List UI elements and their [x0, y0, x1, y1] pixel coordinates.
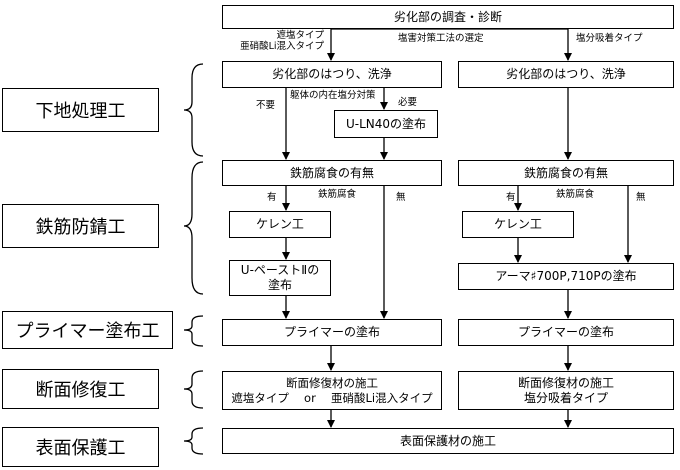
- label-shielding-types: 遮塩タイプ 亜硝酸Li混入タイプ: [240, 30, 324, 52]
- label-internal-salt: 躯体の内在塩分対策: [290, 90, 376, 101]
- stage-surface-protection: 表面保護工: [2, 427, 159, 467]
- label-no-left: 無: [396, 192, 406, 203]
- box-repair-right: 断面修復材の施工 塩分吸着タイプ: [458, 371, 674, 410]
- box-chipping-right: 劣化部のはつり、洗浄: [458, 61, 674, 88]
- label-yes-left: 有: [267, 192, 277, 203]
- box-chipping-left: 劣化部のはつり、洗浄: [222, 61, 442, 88]
- box-kelen-right: ケレン工: [462, 211, 574, 238]
- stage-base-prep: 下地処理工: [2, 88, 159, 132]
- box-survey: 劣化部の調査・診断: [222, 5, 674, 29]
- box-corrosion-left: 鉄筋腐食の有無: [222, 160, 442, 186]
- box-armor: アーマ♯700P,710Pの塗布: [458, 263, 674, 290]
- label-rebar-corrosion-right: 鉄筋腐食: [556, 189, 595, 200]
- box-corrosion-right: 鉄筋腐食の有無: [458, 160, 674, 186]
- label-adsorption-type: 塩分吸着タイプ: [576, 33, 643, 44]
- label-rebar-corrosion-left: 鉄筋腐食: [318, 189, 357, 200]
- label-not-needed: 不要: [256, 100, 276, 111]
- box-u-paste: U-ペーストⅡの 塗布: [229, 260, 331, 296]
- stage-section-repair: 断面修復工: [2, 369, 159, 409]
- box-kelen-left: ケレン工: [229, 211, 331, 238]
- box-primer-right: プライマーの塗布: [458, 319, 674, 346]
- box-primer-left: プライマーの塗布: [222, 319, 442, 346]
- box-surface-protection: 表面保護材の施工: [222, 428, 674, 454]
- box-u-ln40: U-LN40の塗布: [334, 110, 438, 138]
- label-no-right: 無: [636, 192, 646, 203]
- label-yes-right: 有: [506, 192, 516, 203]
- box-repair-left: 断面修復材の施工 遮塩タイプ or 亜硝酸Li混入タイプ: [222, 371, 442, 410]
- label-countermeasure-select: 塩害対策工法の選定: [398, 33, 484, 44]
- label-needed: 必要: [398, 97, 418, 108]
- stage-primer: プライマー塗布工: [2, 311, 173, 349]
- stage-rust-prevention: 鉄筋防錆工: [2, 204, 159, 248]
